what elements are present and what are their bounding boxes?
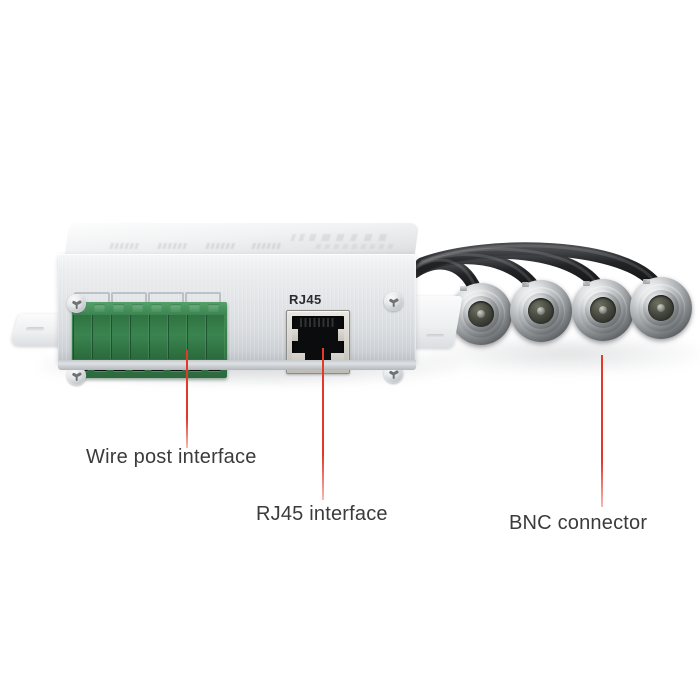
bnc-bayonet-notch [643,279,650,284]
bnc-connector [510,280,572,342]
callout-line-bnc [601,355,603,507]
terminal-position [168,315,187,359]
terminal-screw-slot[interactable] [151,304,162,312]
terminal-position [206,315,225,359]
mounting-slot-right [425,334,445,338]
bnc-ground-shadow [430,340,700,374]
video-balun-device: RJ45 [9,222,463,385]
brand-subtext-silkscreen [315,244,397,249]
bnc-connector [450,283,512,345]
bnc-center-pin [537,307,545,315]
channel-label [109,243,142,249]
rj45-side-tab [338,329,344,341]
terminal-position [149,315,168,359]
bnc-bayonet-notch [522,282,529,287]
terminal-clamp [148,292,184,305]
tri-wing-screw-icon [388,296,399,307]
tri-wing-screw-icon [71,370,82,381]
rj45-contact-pins [300,318,336,327]
faceplate-screw [67,366,86,385]
chassis-front-faceplate: RJ45 [58,254,416,385]
rj45-port-label: RJ45 [289,292,322,307]
callout-label-rj45: RJ45 interface [256,503,388,525]
mounting-slot-left [25,327,45,331]
tri-wing-screw-icon [388,368,399,379]
bnc-center-pin [657,304,665,312]
bnc-connector [572,279,634,341]
terminal-screw-slot[interactable] [170,304,181,312]
bnc-center-pin [477,310,485,318]
callout-line-rj45 [322,348,324,500]
faceplate-screw [384,292,403,311]
channel-silkscreen-labels [108,243,291,252]
bnc-connector [630,277,692,339]
callout-label-bnc: BNC connector [509,512,648,534]
terminal-clamp [111,292,147,305]
bnc-bayonet-notch [583,281,590,286]
callout-label-wire-post: Wire post interface [86,446,257,468]
channel-label [251,243,284,249]
terminal-screw-slot[interactable] [113,304,124,312]
channel-label [205,243,238,249]
tri-wing-screw-icon [71,298,82,309]
terminal-top-band [72,302,227,315]
faceplate-screw [67,294,86,313]
terminal-position [187,315,206,359]
terminal-screw-slot[interactable] [208,304,219,312]
terminal-position [130,315,149,359]
terminal-position [92,315,111,359]
terminal-screw-slot[interactable] [132,304,143,312]
terminal-screw-slot[interactable] [94,304,105,312]
bnc-bayonet-notch [460,286,467,291]
callout-line-wire-post [186,350,188,448]
terminal-clamp [185,292,221,305]
bnc-center-pin [599,306,607,314]
rj45-side-tab [292,329,298,341]
terminal-position [73,315,92,359]
chassis-bottom-lip [58,360,416,370]
terminal-position [111,315,130,359]
terminal-screw-slot[interactable] [189,304,200,312]
channel-label [157,243,190,249]
